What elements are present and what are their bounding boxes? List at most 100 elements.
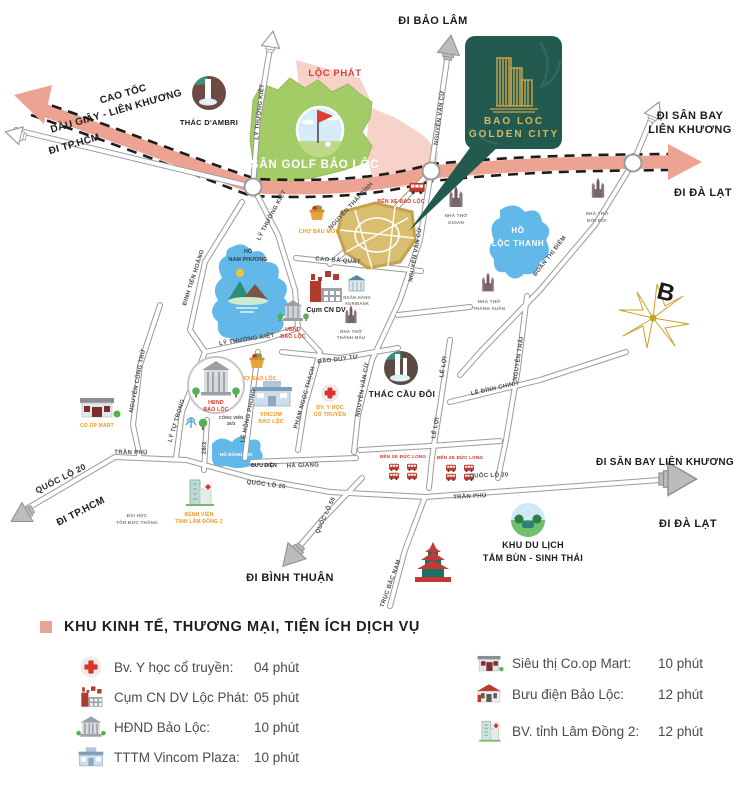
khu-du-lich-tam-bun: KHU DU LỊCH TẮM BÙN - SINH THÁI (483, 503, 583, 563)
cho-bau-moi: CHỢ BÀU MỚI (299, 204, 337, 235)
factory-icon (68, 682, 114, 712)
thac-cau-doi-label: THÁC CẦU ĐÔI (369, 388, 436, 399)
nha-tho-thanh-mau-l1: NHÀ THỜ (340, 329, 362, 334)
highway-arrow-east (668, 144, 702, 180)
dai-hoc-ton-duc-thang: ĐẠI HỌC TÔN ĐỨC THẮNG (116, 513, 158, 525)
thac-dambri: THÁC D'AMBRI (180, 76, 238, 127)
legend-item-time: 04 phút (254, 659, 300, 675)
legend-title-row: KHU KINH TẾ, THƯƠNG MẠI, TIỆN ÍCH DỊCH V… (40, 619, 420, 635)
pagoda-icon (415, 542, 451, 582)
ho-dong-nai-label: HỒ ĐỒNG NAI (220, 451, 253, 458)
vincom-l1: VINCOM (260, 412, 282, 418)
khu-du-lich-l1: KHU DU LỊCH (502, 540, 564, 550)
project-logo-callout: BAO LOC GOLDEN CITY (409, 36, 562, 231)
road-label-nguyen-trai: NGUYỄN TRÃI (512, 336, 526, 381)
nha-tho-thanh-mau-l2: THÁNH MẪU (337, 335, 365, 340)
dest-binh-thuan: ĐI BÌNH THUẬN (246, 571, 334, 584)
ben-xe-bao-loc-label: BẾN XE BẢO LỘC (377, 197, 425, 205)
bv-y-hoc-co-truyen: BV. Y HỌC CỔ TRUYỀN (314, 384, 346, 418)
road-label-le-loi-1: LÊ LỢI (437, 355, 448, 378)
hdnd-bao-loc: HĐND BẢO LỘC (187, 356, 245, 414)
road-label-ha-giang: HÀ GIANG (287, 461, 320, 469)
project-name-line2: GOLDEN CITY (469, 129, 559, 140)
ngan-hang-agribank: NGÂN HÀNG AGRIBANK (343, 275, 371, 306)
road-label-tran-phu-w: TRẦN PHÚ (114, 449, 148, 457)
coop-mart-label: CO.OP MART (80, 423, 114, 429)
arrow-north-road-icon (260, 29, 283, 55)
nha-tho-doi-doi: NHÀ THỜ ĐỜI ĐỜI (586, 177, 609, 223)
khu-du-lich-l2: TẮM BÙN - SINH THÁI (483, 552, 583, 563)
nha-tho-doi-doi-l1: NHÀ THỜ (586, 209, 609, 216)
legend-color-swatch (40, 621, 52, 633)
legend-item-label: Cụm CN DV Lộc Phát: (114, 689, 250, 705)
bv-y-hoc-l2: CỔ TRUYỀN (314, 411, 346, 418)
legend-item-time: 05 phút (254, 689, 300, 705)
golf-course-label: SÂN GOLF BẢO LỘC (251, 158, 379, 171)
ho-nam-phuong-l1: HỒ (244, 248, 253, 255)
agribank-l2: AGRIBANK (345, 301, 369, 306)
road-label-nguyen-van-cu-n: NGUYỄN VĂN CỪ (433, 90, 447, 145)
agribank-l1: NGÂN HÀNG (343, 295, 371, 300)
dest-bao-lam: ĐI BẢO LÂM (398, 14, 467, 27)
legend-item-time: 10 phút (254, 749, 300, 765)
legend-item: Bv. Y học cổ truyền: 04 phút (68, 652, 299, 682)
project-site (336, 201, 417, 270)
cho-bao-loc-label: CHỢ BẢO LỘC (237, 374, 277, 382)
ben-xe-duc-long-1: BẾN XE ĐỨC LONG (380, 453, 426, 481)
ben-xe-duc-long-2: BẾN XE ĐỨC LONG (437, 454, 484, 482)
ho-loc-thanh-l1: HỒ (511, 225, 524, 235)
dest-tphcm-bottom: ĐI TP.HCM (55, 495, 107, 529)
highway-arrow-west (14, 85, 52, 124)
legend-item-label: Bưu điện Bảo Lộc: (512, 686, 624, 702)
dai-hoc-l2: TÔN ĐỨC THẮNG (116, 518, 158, 525)
ben-xe-bao-loc: BẾN XE BẢO LỘC (377, 182, 425, 205)
hospital-icon (466, 716, 512, 746)
buu-dien-label: BƯU ĐIỆN (251, 461, 277, 469)
benh-vien-l2: TỈNH LÂM ĐỒNG 2 (175, 518, 222, 525)
road-label-quoc-lo-20-e: QUỐC LỘ 20 (469, 470, 509, 479)
benh-vien-lam-dong-2: BỆNH VIỆN TỈNH LÂM ĐỒNG 2 (175, 479, 223, 525)
post-office-icon (466, 679, 512, 709)
road-label-cao-ba-quat: CAO BÁ QUÁT (315, 255, 361, 265)
dest-san-bay-full: ĐI SÂN BAY LIÊN KHƯƠNG (596, 455, 734, 468)
ben-xe-duc-long-2-label: BẾN XE ĐỨC LONG (437, 454, 484, 460)
legend-item-time: 12 phút (658, 723, 704, 739)
dest-tphcm-top: ĐI TP.HCM (48, 132, 102, 157)
vincom-l2: BẢO LỘC (258, 417, 283, 425)
hdnd-l1: HĐND (208, 400, 224, 406)
golf-icon (295, 105, 345, 158)
benh-vien-l1: BỆNH VIỆN (184, 510, 213, 518)
red-cross-icon (68, 652, 114, 682)
mountain-sun-icon (228, 269, 268, 313)
dai-hoc-l1: ĐẠI HỌC (127, 513, 148, 518)
legend-item-label: BV. tỉnh Lâm Đồng 2: (512, 723, 640, 739)
legend-item-label: HĐND Bảo Lộc: (114, 719, 211, 735)
compass-b-label: B (654, 278, 677, 308)
government-icon (68, 712, 114, 742)
cum-cn-dv: Cụm CN DV (306, 271, 346, 314)
project-name-line1: BAO LOC (484, 116, 544, 127)
dest-da-lat-bottom: ĐI ĐÀ LẠT (659, 517, 717, 530)
supermarket-icon (466, 648, 512, 678)
ubnd-l1: UBND (285, 327, 301, 333)
dest-da-lat-top: ĐI ĐÀ LẠT (674, 186, 732, 199)
legend-item-label: Bv. Y học cổ truyền: (114, 659, 234, 675)
legend-item-label: Siêu thị Co.op Mart: (512, 655, 632, 671)
legend-item: Cụm CN DV Lộc Phát: 05 phút (68, 682, 299, 712)
road-label-tran-phu-e: TRẦN PHÚ (453, 492, 487, 501)
nha-tho-gioan-l1: NHÀ THỜ (445, 211, 468, 218)
compass-north: B (618, 278, 690, 349)
cong-vien-28-3: CÔNG VIÊN 28/3 (185, 415, 243, 430)
loc-phat-label: LỘC PHÁT (308, 67, 361, 79)
project-logo-building-icon (490, 57, 538, 113)
map-canvas: BAO LOC GOLDEN CITY THÁC D'AMBRI LỘC PHÁ… (2, 14, 734, 609)
legend-item-time: 10 phút (658, 655, 704, 671)
mall-icon (68, 742, 114, 772)
thac-cau-doi: THÁC CẦU ĐÔI (369, 351, 436, 399)
roundabouts (243, 153, 643, 197)
highway-dau-giay-lien-khuong (14, 85, 702, 199)
vincom-bao-loc: VINCOM BẢO LỘC (252, 381, 292, 425)
loc-thanh-lake (489, 205, 550, 279)
bv-y-hoc-l1: BV. Y HỌC (316, 405, 344, 411)
